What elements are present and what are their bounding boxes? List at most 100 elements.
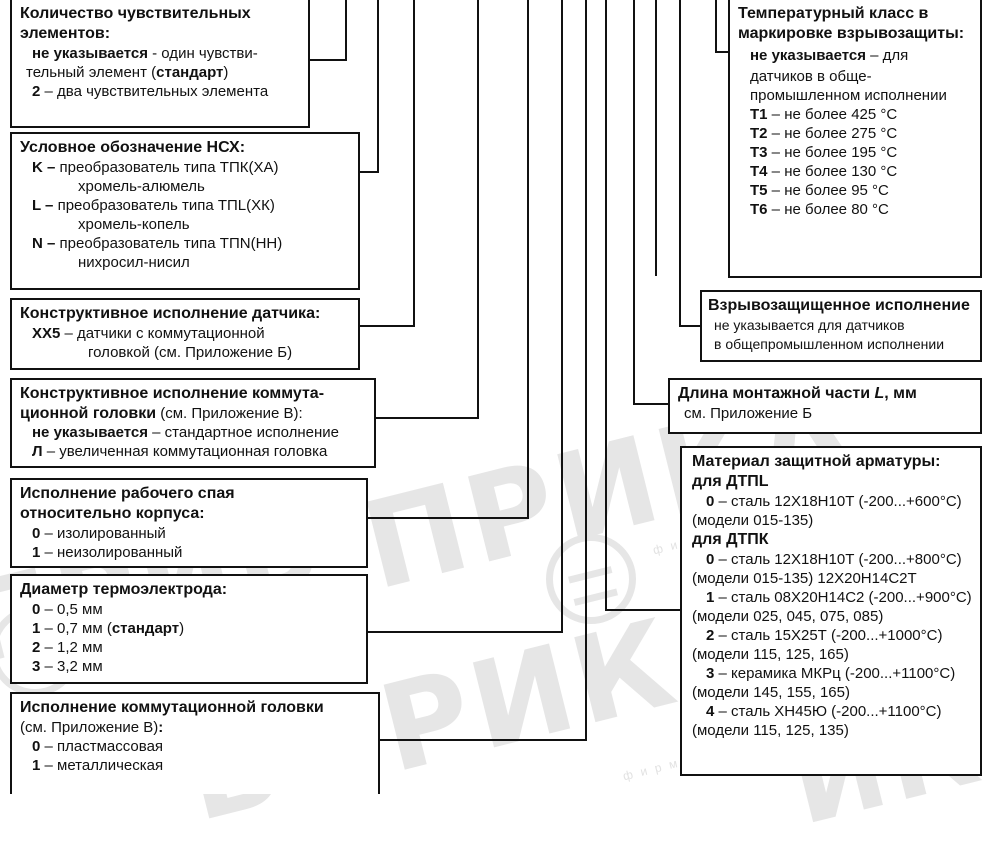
option-key: 1: [706, 589, 715, 606]
option-line: 0 – изолированный: [20, 524, 360, 543]
box-title: маркировке взрывозащиты:: [738, 25, 965, 42]
box-head-material: Исполнение коммутационной головки (см. П…: [10, 692, 380, 794]
option-text: – сталь 08Х20Н14С2 (-200...+900°С): [714, 589, 972, 606]
box-title: Исполнение коммутационной головки: [20, 699, 324, 716]
option-line: T5 – не более 95 °С: [738, 181, 974, 200]
option-text: (см. Приложение В): [20, 719, 159, 736]
option-text: – два чувствительных элемента: [40, 83, 269, 100]
option-text: – стандартное исполнение: [147, 424, 339, 441]
box-title: Условное обозначение НСХ:: [20, 139, 246, 156]
box-title: Материал защитной арматуры:: [692, 453, 941, 470]
option-key: T6: [750, 201, 768, 218]
option-key: 2: [32, 83, 41, 100]
option-key: не указывается: [32, 45, 148, 62]
box-armature-material: Материал защитной арматуры: для ДТПL 0 –…: [680, 446, 982, 776]
option-key: стандарт: [156, 64, 224, 81]
option-line: T1 – не более 425 °С: [738, 105, 974, 124]
option-text: – сталь 12Х18Н10Т (-200...+800°С): [714, 551, 962, 568]
option-text: – не более 130 °С: [767, 163, 898, 180]
box-sensor-design: Конструктивное исполнение датчика: ХХ5 –…: [10, 298, 360, 370]
option-text: преобразователь типа ТПL(ХК): [53, 197, 275, 214]
option-line: не указывается – для: [738, 46, 974, 65]
box-title: Конструктивное исполнение коммута-: [20, 385, 325, 402]
option-key: L –: [32, 197, 54, 214]
option-line: 0 – 0,5 мм: [20, 600, 360, 619]
option-line: 1 – сталь 08Х20Н14С2 (-200...+900°С): [692, 588, 974, 607]
option-line: (модели 015-135) 12Х20Н14С2Т: [692, 570, 917, 587]
option-line: 0 – пластмассовая: [20, 737, 372, 756]
option-key: ХХ5: [32, 325, 61, 342]
option-line: тельный элемент (стандарт): [20, 63, 302, 82]
section-title: для ДТПК: [692, 531, 769, 548]
option-text: – увеличенная коммутационная головка: [42, 443, 328, 460]
option-text: тельный элемент (: [26, 64, 157, 81]
option-line: хромель-алюмель: [78, 178, 205, 195]
option-text: – для: [865, 47, 909, 64]
option-key: :: [158, 719, 164, 736]
box-title: Взрывозащищенное исполнение: [708, 297, 970, 314]
option-key: 2: [706, 627, 715, 644]
option-line: 3 – 3,2 мм: [20, 657, 360, 676]
option-line: не указывается для датчиков: [714, 317, 905, 333]
option-key: не указывается: [750, 47, 866, 64]
option-text: – не более 80 °С: [767, 201, 889, 218]
option-text: ): [223, 64, 229, 81]
option-key: Л: [32, 443, 43, 460]
option-line: датчиков в обще-: [750, 68, 872, 85]
option-key: 2: [32, 639, 41, 656]
option-line: ционной головки (см. Приложение В):: [20, 404, 368, 423]
option-line: промышленном исполнении: [750, 87, 947, 104]
option-text: – сталь 15Х25Т (-200...+1000°С): [714, 627, 943, 644]
option-line: в общепромышленном исполнении: [714, 336, 945, 352]
option-line: ХХ5 – датчики с коммутационной: [20, 324, 352, 343]
option-line: T3 – не более 195 °С: [738, 143, 974, 162]
box-sensors-count: Количество чувствительных элементов: не …: [10, 0, 310, 128]
option-line: (модели 115, 125, 165): [692, 646, 849, 663]
option-line: 2 – два чувствительных элемента: [20, 82, 302, 101]
option-key: 1: [32, 757, 41, 774]
option-text: преобразователь типа ТПN(НН): [55, 235, 283, 252]
option-text: – не более 95 °С: [767, 182, 889, 199]
box-title: Исполнение рабочего спая: [20, 485, 235, 502]
option-line: хромель-копель: [78, 216, 190, 233]
box-head-design: Конструктивное исполнение коммута- ционн…: [10, 378, 376, 468]
option-line: (модели 015-135): [692, 512, 814, 529]
option-key: 0: [706, 551, 715, 568]
box-title: относительно корпуса:: [20, 505, 205, 522]
option-line: (модели 025, 045, 075, 085): [692, 608, 884, 625]
option-line: K – преобразователь типа ТПК(ХА): [20, 158, 352, 177]
option-text: (см. Приложение В):: [156, 405, 303, 422]
option-key: 0: [32, 601, 41, 618]
option-key: 0: [32, 738, 41, 755]
box-title: Количество чувствительных: [20, 5, 251, 22]
option-key: T3: [750, 144, 768, 161]
option-key: 4: [706, 703, 715, 720]
option-text: – датчики с коммутационной: [60, 325, 265, 342]
option-line: 0 – сталь 12Х18Н10Т (-200...+600°С): [692, 492, 974, 511]
option-key: K –: [32, 159, 56, 176]
option-text: преобразователь типа ТПК(ХА): [55, 159, 279, 176]
option-text: – сталь 12Х18Н10Т (-200...+600°С): [714, 493, 962, 510]
option-line: не указывается – стандартное исполнение: [20, 423, 368, 442]
option-key: T5: [750, 182, 768, 199]
option-text: – металлическая: [40, 757, 164, 774]
option-key: N –: [32, 235, 56, 252]
option-line: головкой (см. Приложение Б): [88, 344, 293, 361]
option-line: (модели 115, 125, 135): [692, 722, 849, 739]
option-key: 1: [32, 620, 41, 637]
option-line: T6 – не более 80 °С: [738, 200, 974, 219]
option-text: – керамика МКРц (-200...+1100°С): [714, 665, 956, 682]
option-line: T2 – не более 275 °С: [738, 124, 974, 143]
box-temperature-class: Температурный класс в маркировке взрывоз…: [728, 0, 982, 278]
watermark-logo-icon: [546, 534, 636, 624]
box-title: Диаметр термоэлектрода:: [20, 581, 228, 598]
option-text: – изолированный: [40, 525, 166, 542]
option-line: 1 – неизолированный: [20, 543, 360, 562]
box-explosion-proof: Взрывозащищенное исполнение не указывает…: [700, 290, 982, 362]
option-text: – пластмассовая: [40, 738, 164, 755]
box-title: Длина монтажной части L, мм: [678, 385, 917, 402]
option-key: 3: [32, 658, 41, 675]
option-line: см. Приложение Б: [684, 405, 813, 422]
option-key: 0: [32, 525, 41, 542]
option-line: 1 – 0,7 мм (стандарт): [20, 619, 360, 638]
